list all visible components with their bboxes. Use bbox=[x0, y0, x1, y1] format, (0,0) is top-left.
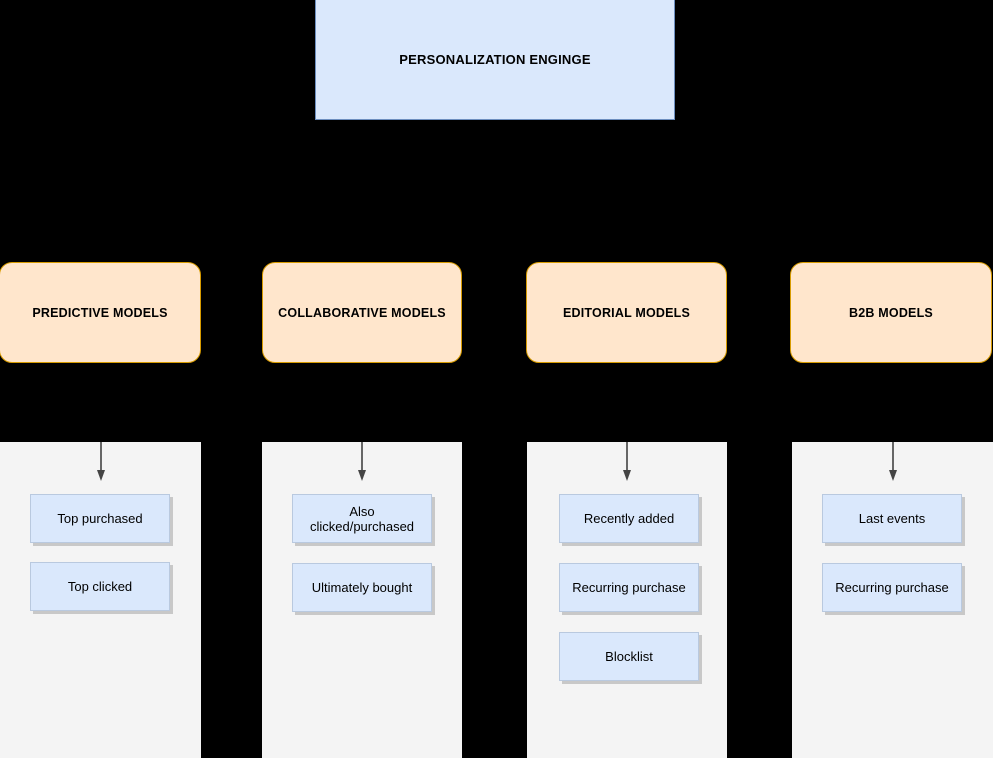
node-collaborative-models-label: COLLABORATIVE MODELS bbox=[278, 305, 446, 320]
panel-collaborative-models: Also clicked/purchased Ultimately bought bbox=[262, 442, 462, 758]
card-ultimately-bought[interactable]: Ultimately bought bbox=[292, 563, 432, 612]
node-personalization-engine-label: PERSONALIZATION ENGINGE bbox=[399, 52, 591, 67]
card-recently-added[interactable]: Recently added bbox=[559, 494, 699, 543]
node-personalization-engine[interactable]: PERSONALIZATION ENGINGE bbox=[315, 0, 675, 120]
arrow-down-icon bbox=[358, 442, 366, 481]
card-blocklist-label: Blocklist bbox=[605, 649, 653, 664]
card-recently-added-label: Recently added bbox=[583, 511, 675, 526]
arrow-down-icon bbox=[96, 442, 105, 481]
card-last-events[interactable]: Last events bbox=[822, 494, 962, 543]
card-top-clicked-label: Top clicked bbox=[67, 579, 133, 594]
card-also-clicked-purchased-label: Also clicked/purchased bbox=[309, 503, 415, 534]
node-editorial-models-label: EDITORIAL MODELS bbox=[562, 305, 691, 320]
node-predictive-models-label: PREDICTIVE MODELS bbox=[32, 305, 168, 320]
panel-editorial-models: Recently added Recurring purchase Blockl… bbox=[527, 442, 727, 758]
card-recurring-purchase[interactable]: Recurring purchase bbox=[559, 563, 699, 612]
arrow-down-icon bbox=[888, 442, 897, 481]
panel-b2b-models: Last events Recurring purchase bbox=[792, 442, 993, 758]
card-recurring-purchase-b2b-label: Recurring purchase bbox=[835, 580, 949, 595]
card-ultimately-bought-label: Ultimately bought bbox=[311, 580, 413, 595]
node-editorial-models[interactable]: EDITORIAL MODELS bbox=[526, 262, 727, 363]
panel-predictive-models: Top purchased Top clicked bbox=[0, 442, 201, 758]
node-b2b-models[interactable]: B2B MODELS bbox=[790, 262, 992, 363]
card-top-clicked[interactable]: Top clicked bbox=[30, 562, 170, 611]
card-recurring-purchase-b2b[interactable]: Recurring purchase bbox=[822, 563, 962, 612]
card-last-events-label: Last events bbox=[858, 511, 926, 526]
node-predictive-models[interactable]: PREDICTIVE MODELS bbox=[0, 262, 201, 363]
arrow-down-icon bbox=[623, 442, 631, 481]
card-top-purchased-label: Top purchased bbox=[57, 511, 143, 526]
model-row: PREDICTIVE MODELS COLLABORATIVE MODELS E… bbox=[0, 262, 993, 363]
node-collaborative-models[interactable]: COLLABORATIVE MODELS bbox=[262, 262, 462, 363]
card-top-purchased[interactable]: Top purchased bbox=[30, 494, 170, 543]
node-b2b-models-label: B2B MODELS bbox=[849, 305, 933, 320]
card-blocklist[interactable]: Blocklist bbox=[559, 632, 699, 681]
card-also-clicked-purchased[interactable]: Also clicked/purchased bbox=[292, 494, 432, 543]
card-recurring-purchase-label: Recurring purchase bbox=[572, 580, 686, 595]
